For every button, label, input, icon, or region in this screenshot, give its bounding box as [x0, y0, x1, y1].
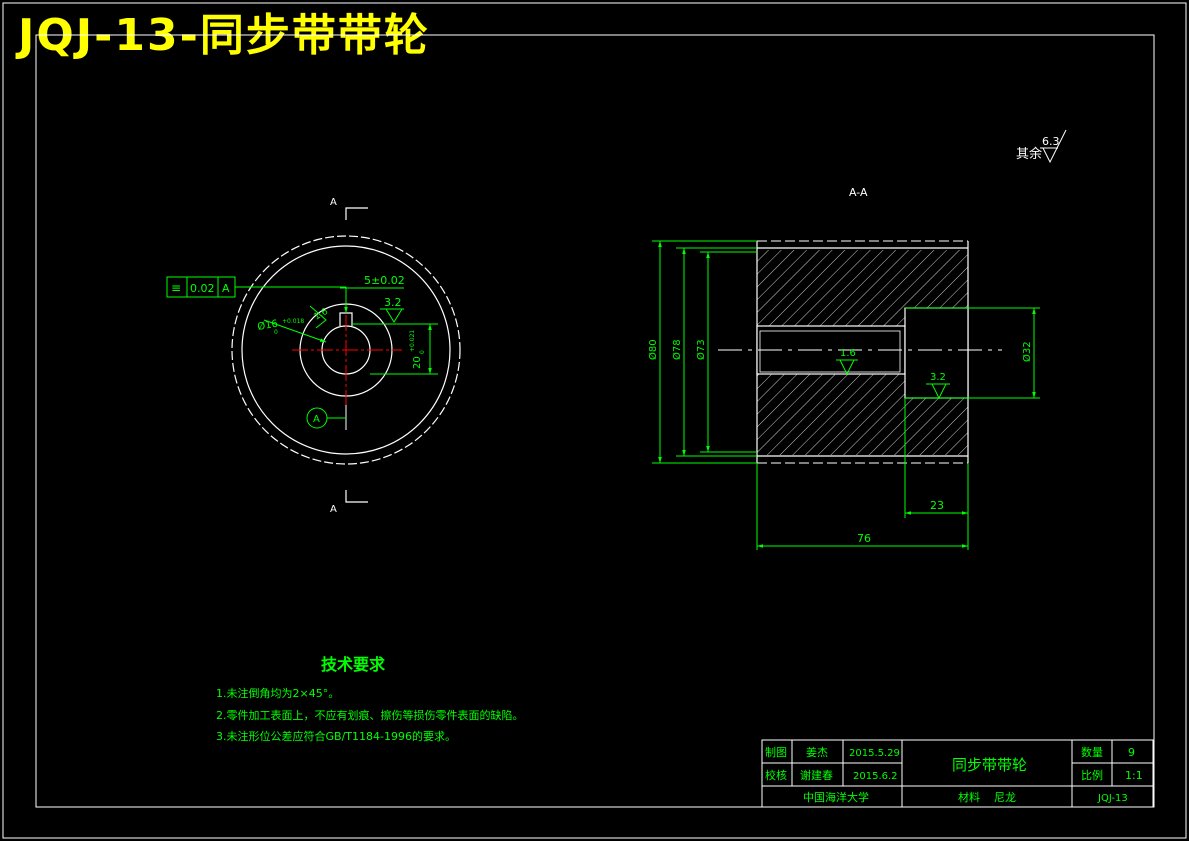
roughness-key: 3.2 [380, 296, 404, 323]
svg-text:0: 0 [419, 350, 426, 354]
svg-text:76: 76 [857, 532, 871, 545]
svg-text:1.6: 1.6 [840, 348, 856, 359]
drawn-name: 姜杰 [806, 745, 828, 759]
hatch-bottom-outer [757, 398, 968, 455]
school: 中国海洋大学 [803, 790, 869, 804]
length-dims: 23 76 [756, 398, 969, 550]
svg-text:1.6: 1.6 [313, 307, 331, 323]
title-block: 制图 姜杰 2015.5.29 校核 谢建春 2015.6.2 同步带带轮 数量… [761, 739, 1154, 808]
hatch-top-outer [757, 250, 968, 308]
tech-item-3: 3.未注形位公差应符合GB/T1184-1996的要求。 [216, 729, 456, 743]
svg-text:Ø73: Ø73 [695, 339, 707, 360]
tech-item-2: 2.零件加工表面上，不应有划痕、擦伤等损伤零件表面的缺陷。 [216, 708, 524, 722]
svg-text:0: 0 [274, 329, 278, 336]
svg-text:Ø16: Ø16 [256, 318, 278, 333]
check-label: 校核 [765, 768, 787, 782]
drawing-no: JQJ-13 [1097, 793, 1128, 804]
front-view: A A A ≡ 0.02 A 5±0.02 [166, 197, 461, 515]
root-circle [241, 245, 451, 455]
tech-item-1: 1.未注倒角均为2×45°。 [216, 686, 339, 700]
tooth-circle [231, 235, 461, 465]
svg-text:20: 20 [412, 356, 423, 369]
svg-text:Ø80: Ø80 [647, 339, 659, 360]
drawn-date: 2015.5.29 [849, 748, 900, 759]
svg-text:+0.021: +0.021 [409, 330, 416, 352]
check-date: 2015.6.2 [853, 771, 898, 782]
roughness-bore: 1.6 [309, 305, 331, 329]
keyway-depth-dim: 20 +0.021 0 [352, 323, 438, 375]
qty-label: 数量 [1081, 746, 1103, 759]
roughness-section-counterbore: 3.2 [926, 372, 950, 400]
svg-text:A: A [222, 282, 230, 295]
hatch-top-inner [757, 308, 905, 326]
cut-mark-bottom: A [330, 504, 337, 515]
section-view: Ø80 Ø78 Ø73 Ø32 1.6 3.2 [647, 240, 1040, 550]
svg-text:0.02: 0.02 [190, 282, 215, 295]
svg-text:6.3: 6.3 [1042, 135, 1060, 148]
svg-text:A: A [313, 414, 320, 425]
svg-text:23: 23 [930, 499, 944, 512]
scale-label: 比例 [1081, 768, 1103, 782]
tech-heading: 技术要求 [321, 655, 386, 674]
cut-mark-top: A [330, 197, 337, 208]
svg-text:3.2: 3.2 [930, 372, 946, 383]
qty-value: 9 [1128, 746, 1135, 759]
inner-border [35, 34, 1155, 808]
material-value: 尼龙 [994, 791, 1016, 804]
roughness-note: 其余 6.3 [1016, 129, 1067, 164]
tolerance-frame: ≡ 0.02 A [166, 276, 348, 313]
hatch-bottom-inner [757, 374, 905, 398]
counterbore [904, 307, 969, 399]
drawn-label: 制图 [765, 746, 787, 759]
section-label: A-A [849, 186, 868, 199]
check-name: 谢建春 [800, 768, 833, 782]
scale-value: 1:1 [1125, 769, 1143, 782]
svg-text:≡: ≡ [171, 281, 181, 295]
tech-requirements: 技术要求 1.未注倒角均为2×45°。 2.零件加工表面上，不应有划痕、擦伤等损… [216, 655, 524, 743]
part-name: 同步带带轮 [952, 756, 1027, 774]
svg-text:Ø78: Ø78 [671, 339, 683, 360]
diameter-dims: Ø80 Ø78 Ø73 Ø32 [647, 240, 1036, 464]
svg-text:+0.018: +0.018 [282, 318, 304, 325]
svg-text:3.2: 3.2 [384, 296, 402, 309]
roughness-section-bore: 1.6 [836, 348, 858, 376]
svg-text:其余: 其余 [1016, 146, 1042, 162]
keyway-width-dim: 5±0.02 [364, 274, 405, 287]
bore-dim: Ø16 +0.018 0 [256, 318, 327, 343]
material-label: 材料 [958, 790, 980, 804]
svg-text:Ø32: Ø32 [1021, 341, 1033, 362]
